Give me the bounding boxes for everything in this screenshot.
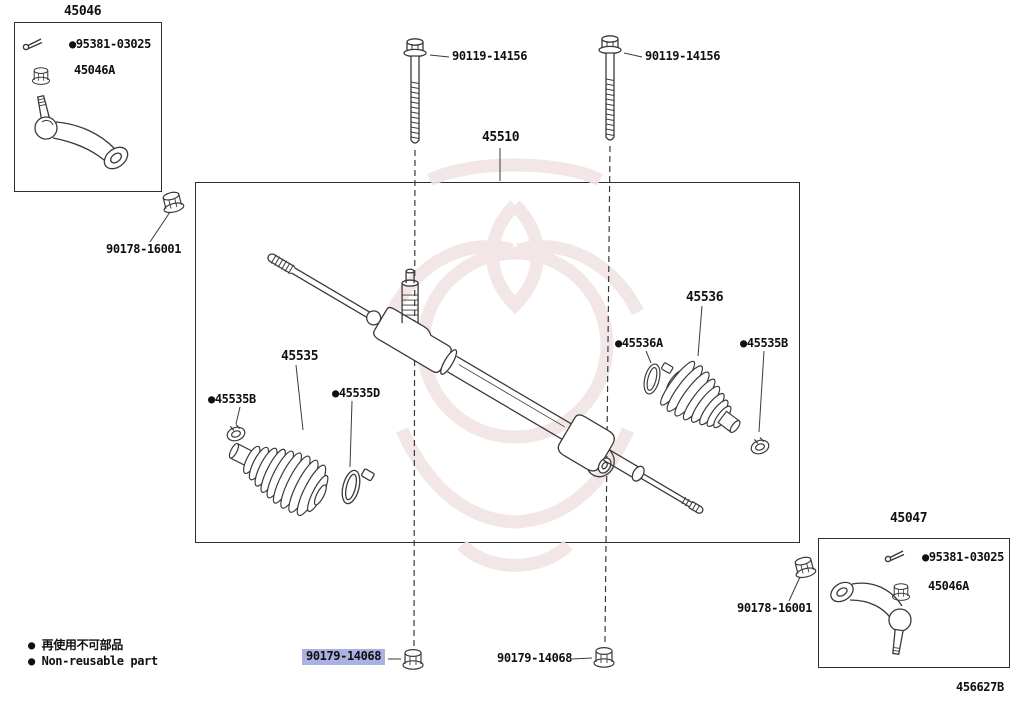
callout-95381-03025-br[interactable]: ●95381-03025: [922, 550, 1004, 564]
inset-box-45046: [14, 22, 162, 192]
callout-45046[interactable]: 45046: [64, 4, 102, 19]
callout-90179-14068-selected[interactable]: 90179-14068: [302, 649, 386, 666]
callout-45536[interactable]: 45536: [686, 290, 724, 305]
callout-90178-16001-left[interactable]: 90178-16001: [106, 242, 182, 256]
mount-bolt-left-drawing: [403, 38, 427, 144]
callout-45047[interactable]: 45047: [890, 511, 928, 526]
legend-non-reusable-en: ● Non-reusable part: [28, 654, 158, 668]
main-diagram-box: [195, 182, 800, 543]
mount-bolt-right-drawing: [598, 35, 622, 141]
callout-45046A-tl[interactable]: 45046A: [74, 63, 115, 77]
lock-nut-top-left-drawing: [159, 189, 186, 215]
sheet-code: 456627B: [956, 680, 1004, 694]
callout-90119-14156-left[interactable]: 90119-14156: [452, 49, 528, 63]
assembly-dashed-lines: [413, 145, 611, 647]
callout-45046A-br[interactable]: 45046A: [928, 579, 969, 593]
castle-nut-tl-drawing: [31, 67, 51, 85]
tie-rod-end-br-drawing: [830, 581, 912, 655]
callout-45510[interactable]: 45510: [482, 130, 520, 145]
boot-right-drawing: [660, 360, 741, 434]
clamp-left-band-drawing: [338, 463, 377, 509]
clamp-left-small-drawing: [224, 422, 248, 444]
cotter-pin-tl-icon: [22, 38, 43, 51]
mount-nut-left-drawing: [402, 648, 424, 670]
mount-nut-right-drawing: [593, 646, 615, 668]
callout-45535D[interactable]: ●45535D: [332, 386, 380, 400]
leader-lines: [149, 52, 801, 660]
callout-90179-14068[interactable]: 90179-14068: [497, 651, 573, 665]
callout-90119-14156-right[interactable]: 90119-14156: [645, 49, 721, 63]
callout-45536A[interactable]: ●45536A: [615, 336, 663, 350]
boot-left-drawing: [228, 442, 329, 517]
tie-rod-end-tl-drawing: [34, 94, 129, 170]
callout-45535B-left[interactable]: ●45535B: [208, 392, 256, 406]
lock-nut-bottom-right-drawing: [791, 554, 818, 580]
legend-non-reusable-jp: ● 再使用不可部品: [28, 638, 123, 652]
callout-45535B-right[interactable]: ●45535B: [740, 336, 788, 350]
callout-45535[interactable]: 45535: [281, 349, 319, 364]
inset-box-45047: [818, 538, 1010, 668]
callout-95381-03025-tl[interactable]: ●95381-03025: [69, 37, 151, 51]
callout-90178-16001-right[interactable]: 90178-16001: [737, 601, 813, 615]
clamp-right-small-drawing: [748, 435, 772, 457]
steering-rack-drawing: [267, 253, 704, 514]
cotter-pin-br-icon: [884, 550, 905, 563]
